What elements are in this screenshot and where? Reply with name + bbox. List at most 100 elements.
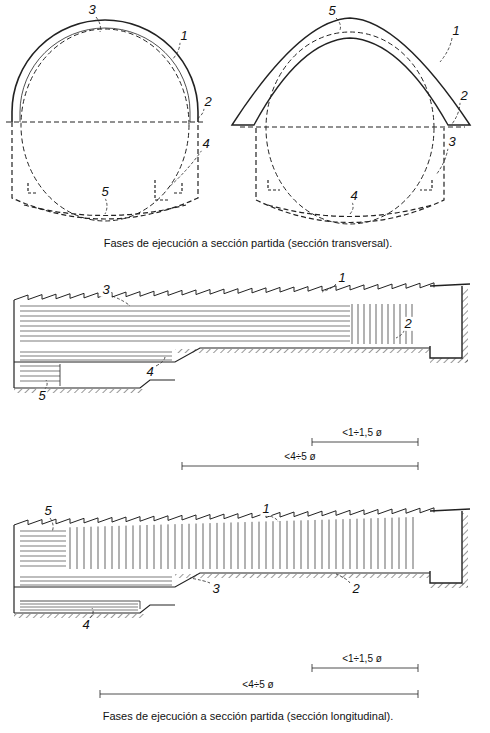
stroke bbox=[20, 607, 138, 608]
stroke bbox=[399, 517, 400, 569]
outer-arch bbox=[12, 20, 198, 122]
stroke bbox=[392, 518, 393, 569]
leader-line bbox=[322, 284, 336, 292]
callout-number: 1 bbox=[178, 29, 189, 43]
stroke bbox=[126, 526, 127, 569]
stroke bbox=[20, 581, 172, 582]
leader-line bbox=[168, 150, 202, 188]
stroke bbox=[418, 438, 419, 446]
footing bbox=[155, 180, 168, 200]
stroke bbox=[182, 462, 183, 470]
leader-line bbox=[270, 516, 278, 522]
stroke bbox=[84, 527, 85, 569]
stroke bbox=[20, 610, 138, 611]
stroke bbox=[20, 551, 66, 552]
leader-line bbox=[452, 102, 460, 124]
leader-line bbox=[156, 357, 165, 366]
stroke bbox=[358, 304, 359, 344]
stroke bbox=[20, 577, 172, 578]
stroke bbox=[343, 519, 344, 569]
dimension-label: <4÷5 ø bbox=[240, 679, 275, 690]
ground-hatch bbox=[14, 389, 144, 393]
stroke bbox=[98, 526, 99, 569]
leader-line bbox=[96, 17, 101, 32]
stroke bbox=[20, 321, 350, 322]
callout-number: 5 bbox=[36, 389, 47, 403]
stroke bbox=[388, 304, 389, 344]
callout-number: 1 bbox=[336, 271, 347, 285]
leader-line bbox=[440, 38, 452, 62]
stroke bbox=[418, 690, 419, 698]
stroke bbox=[20, 561, 66, 562]
stroke bbox=[322, 520, 323, 569]
stroke bbox=[168, 524, 169, 569]
stroke bbox=[231, 522, 232, 569]
stroke bbox=[312, 664, 313, 672]
stroke bbox=[376, 304, 377, 344]
stroke bbox=[20, 356, 172, 357]
stroke bbox=[196, 524, 197, 569]
callout-number: 1 bbox=[450, 24, 461, 38]
stroke bbox=[418, 664, 419, 672]
stroke bbox=[175, 524, 176, 569]
stroke bbox=[20, 585, 172, 586]
stroke bbox=[259, 522, 260, 569]
stroke bbox=[100, 694, 418, 695]
ground-hatch bbox=[175, 574, 430, 578]
stroke bbox=[147, 525, 148, 569]
stroke bbox=[352, 304, 353, 344]
callout-number: 3 bbox=[446, 135, 457, 149]
invert-line bbox=[268, 205, 432, 217]
stroke bbox=[20, 531, 66, 532]
stroke bbox=[77, 527, 78, 569]
leader-line bbox=[436, 148, 448, 175]
excavation-profile bbox=[266, 32, 434, 224]
leader-line bbox=[172, 42, 180, 60]
stroke bbox=[20, 360, 172, 361]
footing bbox=[420, 180, 432, 190]
stroke bbox=[20, 381, 60, 382]
footing bbox=[268, 180, 280, 190]
stroke bbox=[370, 304, 371, 344]
stroke bbox=[413, 517, 414, 569]
stroke bbox=[20, 352, 172, 353]
stroke bbox=[315, 520, 316, 569]
footing bbox=[28, 183, 38, 193]
stroke bbox=[312, 438, 313, 446]
callout-number: 3 bbox=[86, 3, 97, 17]
callout-number: 5 bbox=[42, 504, 53, 518]
stroke bbox=[329, 520, 330, 569]
stroke bbox=[13, 300, 14, 388]
stroke bbox=[394, 304, 395, 344]
leader-line bbox=[336, 18, 341, 30]
stroke bbox=[266, 521, 267, 569]
stroke bbox=[154, 525, 155, 569]
dimension-label: <1÷1,5 ø bbox=[340, 427, 384, 438]
stroke bbox=[20, 541, 66, 542]
stroke bbox=[210, 523, 211, 569]
excavation-profile bbox=[21, 29, 189, 221]
leader-line bbox=[350, 202, 353, 214]
leader-line bbox=[336, 574, 350, 583]
callout-number: 4 bbox=[80, 618, 91, 632]
stroke bbox=[20, 311, 350, 312]
stroke bbox=[189, 524, 190, 569]
stroke bbox=[119, 526, 120, 569]
callout-number: 4 bbox=[144, 365, 155, 379]
stroke bbox=[140, 525, 141, 569]
dimension-label: <1÷1,5 ø bbox=[340, 653, 384, 664]
stroke bbox=[100, 690, 101, 698]
stroke bbox=[312, 668, 418, 669]
stroke bbox=[20, 566, 66, 567]
callout-number: 3 bbox=[100, 283, 111, 297]
leader-line bbox=[105, 198, 107, 214]
leader-line bbox=[396, 330, 404, 338]
callout-number: 5 bbox=[326, 4, 337, 18]
tunnel-strokes bbox=[6, 17, 470, 698]
stroke bbox=[20, 604, 138, 605]
callout-number: 1 bbox=[260, 502, 271, 516]
stroke bbox=[105, 526, 106, 569]
stroke bbox=[20, 366, 60, 367]
stroke bbox=[217, 523, 218, 569]
